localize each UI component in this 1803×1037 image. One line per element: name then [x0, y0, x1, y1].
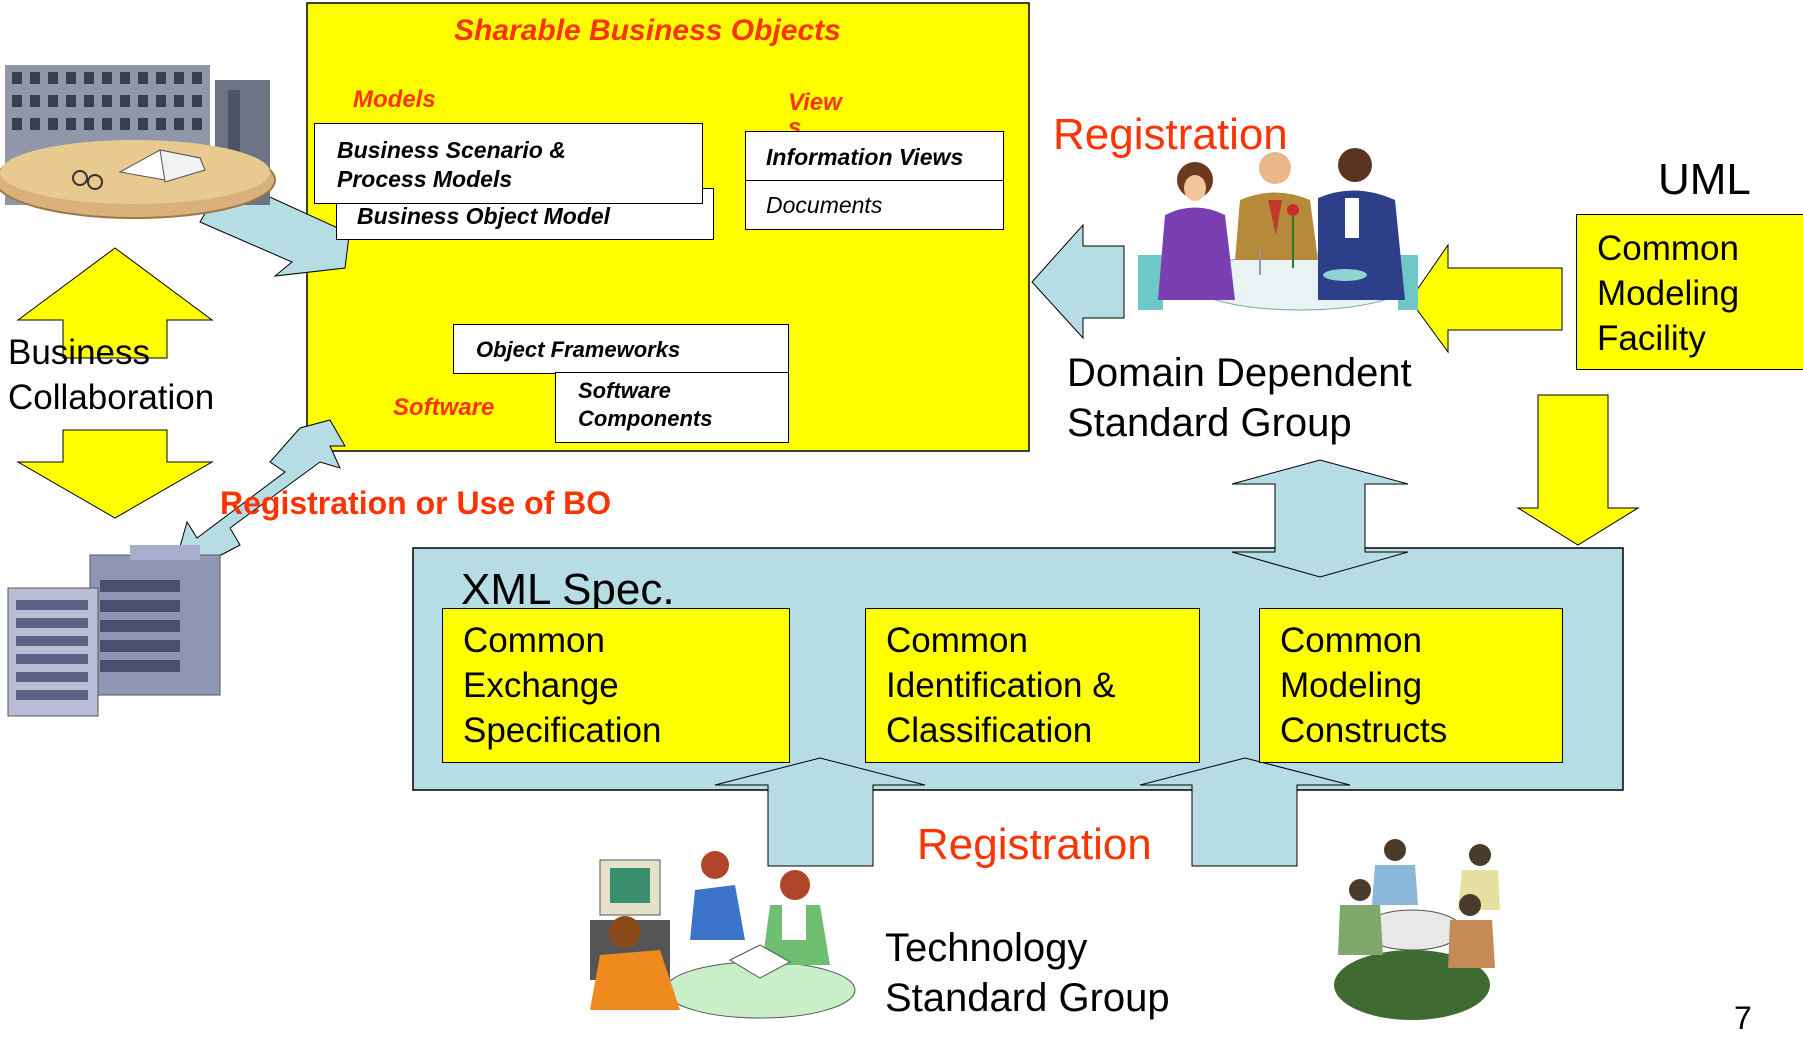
technology-team-image	[590, 851, 856, 1019]
tech-up-arrow-left	[714, 757, 926, 867]
software-label: Software	[393, 394, 495, 421]
information-views-box: Information Views Documents	[745, 131, 1004, 230]
xml-box1-line2: Exchange	[463, 666, 619, 705]
business-scenario-line2: Process Models	[337, 166, 513, 192]
documents-text: Documents	[766, 192, 883, 218]
xml-box2-line2: Identification &	[886, 666, 1116, 705]
xml-box2-line1: Common	[886, 621, 1028, 660]
cmf-line1: Common	[1597, 229, 1739, 268]
xml-spec-title: XML Spec.	[461, 565, 675, 614]
software-components-line2: Components	[578, 406, 713, 431]
common-modeling-facility-box: Common Modeling Facility	[1576, 214, 1803, 370]
uml-label: UML	[1658, 155, 1751, 204]
domain-xml-double-arrow	[1231, 459, 1409, 578]
registration-or-use-label: Registration or Use of BO	[220, 485, 612, 521]
domain-group-line2: Standard Group	[1067, 401, 1352, 445]
cmf-left-arrow	[1409, 243, 1563, 354]
xml-box3-line3: Constructs	[1280, 711, 1448, 750]
registration-bottom-label: Registration	[917, 820, 1152, 869]
xml-box1-line1: Common	[463, 621, 605, 660]
business-scenario-box: Business Scenario & Process Models	[314, 123, 703, 204]
information-views-text: Information Views	[766, 144, 964, 170]
business-scenario-line1: Business Scenario &	[337, 137, 566, 163]
software-components-box: Software Components	[555, 372, 789, 443]
xml-box2-line3: Classification	[886, 711, 1093, 750]
object-frameworks-text: Object Frameworks	[476, 337, 681, 362]
info-views-divider	[746, 180, 1003, 181]
meeting-roundtable-image	[1334, 839, 1500, 1020]
office-building-image	[0, 65, 276, 219]
object-frameworks-box: Object Frameworks	[453, 324, 789, 374]
software-components-line1: Software	[578, 378, 671, 403]
registration-top-label: Registration	[1053, 110, 1288, 159]
server-image	[7, 545, 221, 717]
business-up-arrow	[16, 247, 214, 359]
sbo-title: Sharable Business Objects	[454, 14, 841, 47]
xml-box3-line1: Common	[1280, 621, 1422, 660]
views-label: View	[788, 89, 842, 116]
business-down-arrow	[16, 429, 214, 519]
business-collaboration-line1: Business	[8, 333, 151, 372]
xml-box1-line3: Specification	[463, 711, 662, 750]
cmf-line3: Facility	[1597, 319, 1706, 358]
common-exchange-specification-box: Common Exchange Specification	[442, 608, 790, 763]
common-identification-classification-box: Common Identification & Classification	[865, 608, 1200, 763]
registration-left-arrow	[1031, 223, 1125, 340]
cmf-down-arrow	[1516, 394, 1640, 546]
common-modeling-constructs-box: Common Modeling Constructs	[1259, 608, 1563, 763]
technology-group-line2: Standard Group	[885, 976, 1170, 1020]
business-collaboration-line2: Collaboration	[8, 378, 215, 417]
cmf-line2: Modeling	[1597, 274, 1740, 313]
server-bo-double-arrow	[169, 419, 346, 583]
business-meeting-image	[1138, 148, 1418, 311]
xml-box3-line2: Modeling	[1280, 666, 1423, 705]
models-label: Models	[353, 86, 436, 113]
business-object-model-text: Business Object Model	[357, 203, 611, 229]
domain-group-line1: Domain Dependent	[1067, 351, 1412, 395]
technology-group-line1: Technology	[885, 926, 1088, 970]
page-number: 7	[1734, 1000, 1752, 1036]
